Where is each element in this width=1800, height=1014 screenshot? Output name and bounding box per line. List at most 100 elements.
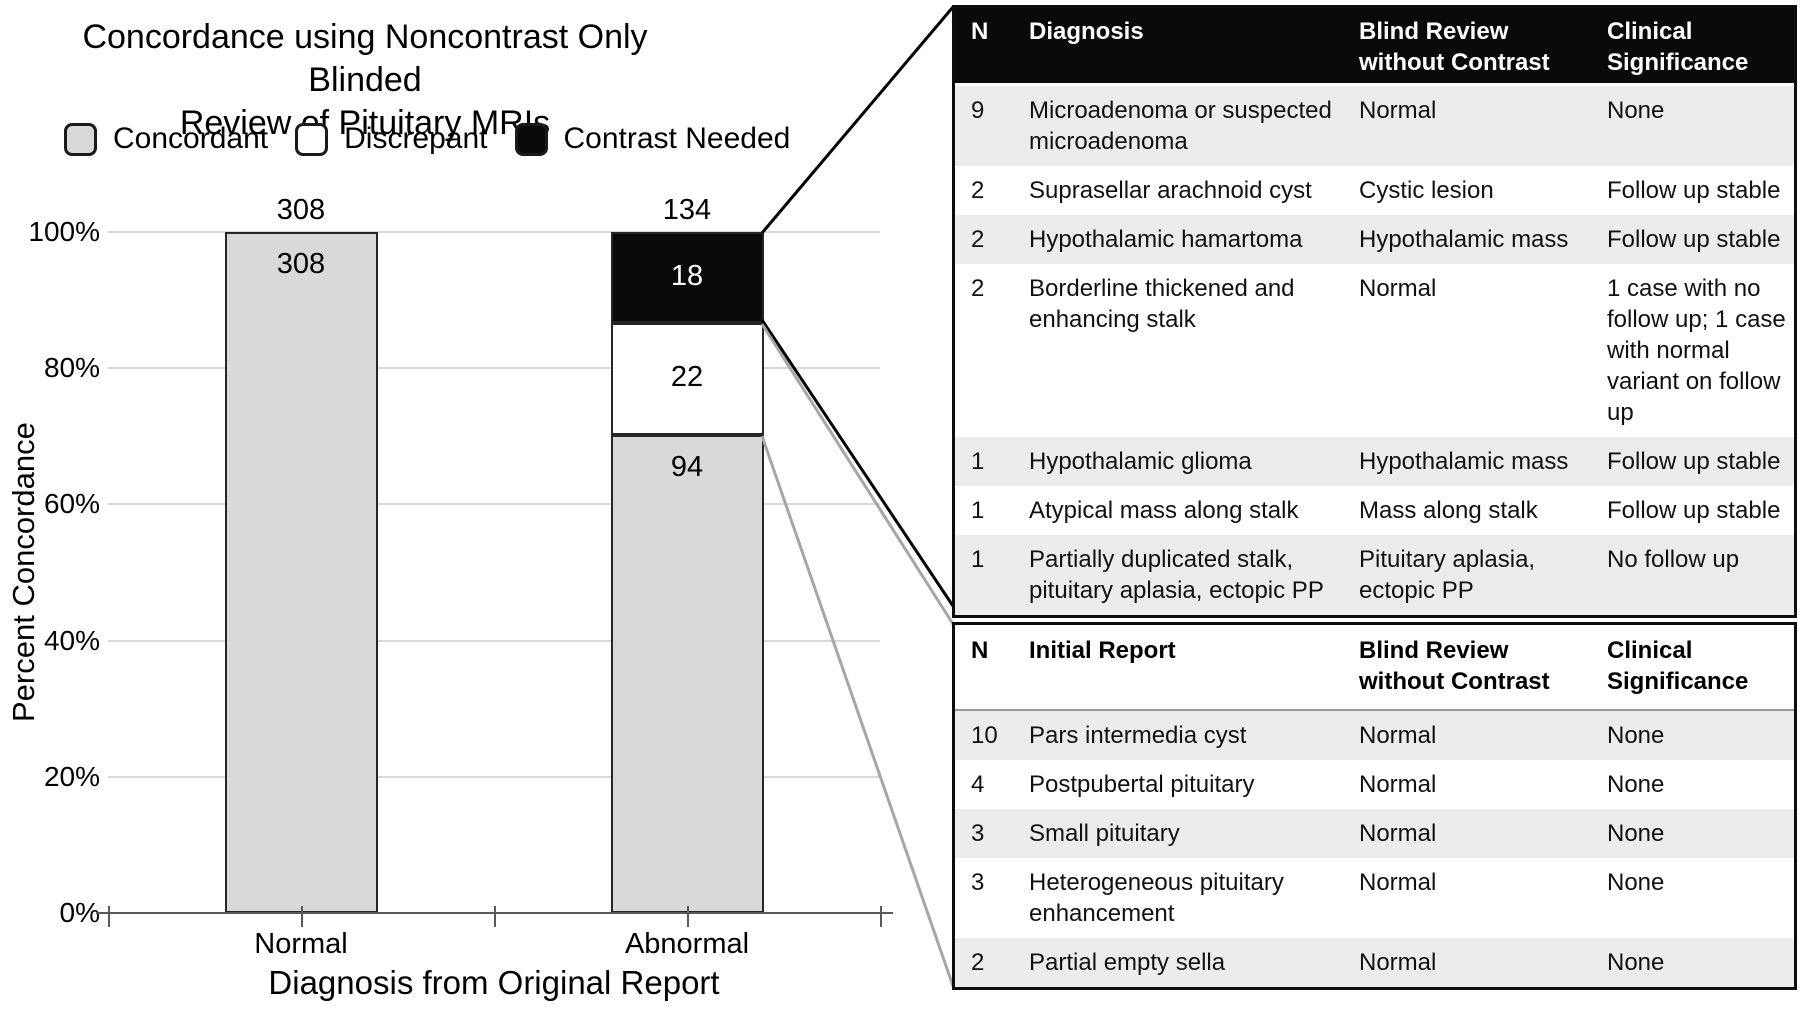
table-cell: Borderline thickened and enhancing stalk bbox=[1029, 275, 1295, 333]
y-gridline bbox=[108, 639, 880, 642]
table-row: 2 Borderline thickened and enhancing stal… bbox=[955, 264, 1794, 437]
table-row: 2 Suprasellar arachnoid cyst Cystic lesion… bbox=[955, 166, 1794, 215]
bar-segment-label: 18 bbox=[670, 259, 704, 292]
y-tick-label: 40% bbox=[43, 624, 100, 656]
table-cell: Hypothalamic glioma bbox=[1029, 448, 1252, 475]
table-header-cell: Clinical Significance bbox=[1607, 18, 1749, 76]
table-cell: 4 bbox=[971, 771, 985, 798]
table-row: 2 Hypothalamic hamartoma Hypothalamic mass… bbox=[955, 215, 1794, 264]
chart-title-line-1: Concordance using Noncontrast Only Blind… bbox=[82, 18, 648, 99]
table-cell: Follow up stable bbox=[1607, 226, 1781, 253]
table-cell: Cystic lesion bbox=[1359, 177, 1494, 204]
legend-item-discrepant: Discrepant bbox=[295, 122, 488, 156]
table-cell: 9 bbox=[971, 97, 985, 124]
y-gridline bbox=[108, 367, 880, 370]
y-axis-title: Percent Concordance bbox=[6, 422, 41, 722]
y-gridline bbox=[108, 503, 880, 506]
table-cell: None bbox=[1607, 949, 1665, 976]
bar-segment-label: 308 bbox=[276, 248, 326, 280]
table-header-cell: N bbox=[971, 637, 989, 664]
x-category-label: Normal bbox=[254, 928, 348, 960]
table-cell: Follow up stable bbox=[1607, 448, 1781, 475]
table-row: 3 Small pituitary Normal None bbox=[955, 809, 1794, 858]
legend-label: Concordant bbox=[113, 122, 269, 155]
table-row: 1 Hypothalamic glioma Hypothalamic mass Fol… bbox=[955, 437, 1794, 486]
table-cell: Atypical mass along stalk bbox=[1029, 497, 1299, 524]
legend-item-contrast-needed: Contrast Needed bbox=[514, 122, 791, 156]
table-cell: Partial empty sella bbox=[1029, 949, 1226, 976]
table-cell: Normal bbox=[1359, 275, 1437, 302]
table-row: 10 Pars intermedia cyst Normal None bbox=[955, 711, 1794, 760]
callout-contrast-bottom bbox=[760, 319, 955, 607]
legend-swatch-icon bbox=[514, 122, 548, 156]
table-cell: None bbox=[1607, 771, 1665, 798]
table-cell: 2 bbox=[971, 275, 985, 302]
table-header-cell: Blind Review without Contrast bbox=[1359, 18, 1550, 76]
table-cell: None bbox=[1607, 820, 1665, 847]
x-axis-tick bbox=[301, 906, 303, 927]
table-cell: 2 bbox=[971, 226, 985, 253]
y-tick-label: 80% bbox=[43, 352, 100, 384]
x-axis-title: Diagnosis from Original Report bbox=[268, 964, 720, 1001]
table-header-cell: Blind Review without Contrast bbox=[1359, 637, 1550, 695]
legend-label: Contrast Needed bbox=[563, 122, 791, 155]
table-cell: Pituitary aplasia, ectopic PP bbox=[1359, 546, 1536, 604]
table-cell: 1 bbox=[971, 448, 985, 475]
table-cell: Hypothalamic mass bbox=[1359, 448, 1569, 475]
legend-label: Discrepant bbox=[344, 122, 488, 155]
table-cell: Follow up stable bbox=[1607, 177, 1781, 204]
table-cell: No follow up bbox=[1607, 546, 1740, 573]
table-cell: 10 bbox=[971, 722, 998, 749]
table-cell: 1 case with no follow up; 1 case with no… bbox=[1607, 275, 1786, 426]
y-tick-label: 0% bbox=[59, 897, 100, 928]
table-cell: Normal bbox=[1359, 820, 1437, 847]
y-tick-label: 100% bbox=[28, 216, 100, 247]
y-gridline bbox=[108, 775, 880, 778]
table-cell: Hypothalamic mass bbox=[1359, 226, 1569, 253]
bar-segment-discrepant bbox=[610, 323, 764, 436]
table-cell: Small pituitary bbox=[1029, 820, 1180, 847]
y-tick-label: 20% bbox=[43, 760, 100, 792]
table-cell: Normal bbox=[1359, 97, 1437, 124]
legend-item-concordant: Concordant bbox=[64, 122, 268, 156]
table-cell: 3 bbox=[971, 820, 985, 847]
x-axis-tick bbox=[880, 906, 882, 927]
y-gridline bbox=[108, 231, 880, 233]
chart-title-line-2: Review of Pituitary MRIs bbox=[179, 104, 551, 142]
chart-title: Concordance using Noncontrast Only Blind… bbox=[30, 16, 700, 145]
table-header-row: N Diagnosis Blind Review without Contrast C… bbox=[955, 8, 1794, 86]
table-header-cell: Diagnosis bbox=[1029, 18, 1144, 45]
bar-segment-label: 22 bbox=[670, 361, 704, 394]
table-cell: Mass along stalk bbox=[1359, 497, 1538, 524]
table-cell: Hypothalamic hamartoma bbox=[1029, 226, 1303, 253]
y-tick-label: 60% bbox=[43, 488, 100, 520]
table-cell: Postpubertal pituitary bbox=[1029, 771, 1255, 798]
table-header-cell: N bbox=[971, 18, 989, 45]
table-cell: 2 bbox=[971, 177, 985, 204]
chart-legend: Concordant Discrepant Contrast Needed bbox=[64, 122, 817, 156]
table-cell: Follow up stable bbox=[1607, 497, 1781, 524]
bar-segment-concordant bbox=[610, 435, 764, 913]
callout-discrepant-bottom bbox=[760, 435, 955, 987]
table-cell: Heterogeneous pituitary enhancement bbox=[1029, 869, 1284, 927]
table-cell: Suprasellar arachnoid cyst bbox=[1029, 177, 1312, 204]
bar-segment-contrast-needed bbox=[610, 232, 764, 324]
bar-total-label: 134 bbox=[662, 194, 712, 226]
table-cell: Normal bbox=[1359, 722, 1437, 749]
table-cell: None bbox=[1607, 722, 1665, 749]
bar-segment-label: 94 bbox=[670, 451, 704, 484]
bar-total-label: 308 bbox=[276, 194, 326, 226]
x-axis-tick bbox=[494, 906, 496, 927]
legend-swatch-icon bbox=[64, 122, 97, 156]
table-cell: Pars intermedia cyst bbox=[1029, 722, 1247, 749]
x-axis-tick bbox=[108, 906, 110, 927]
callout-contrast-top bbox=[760, 6, 955, 234]
